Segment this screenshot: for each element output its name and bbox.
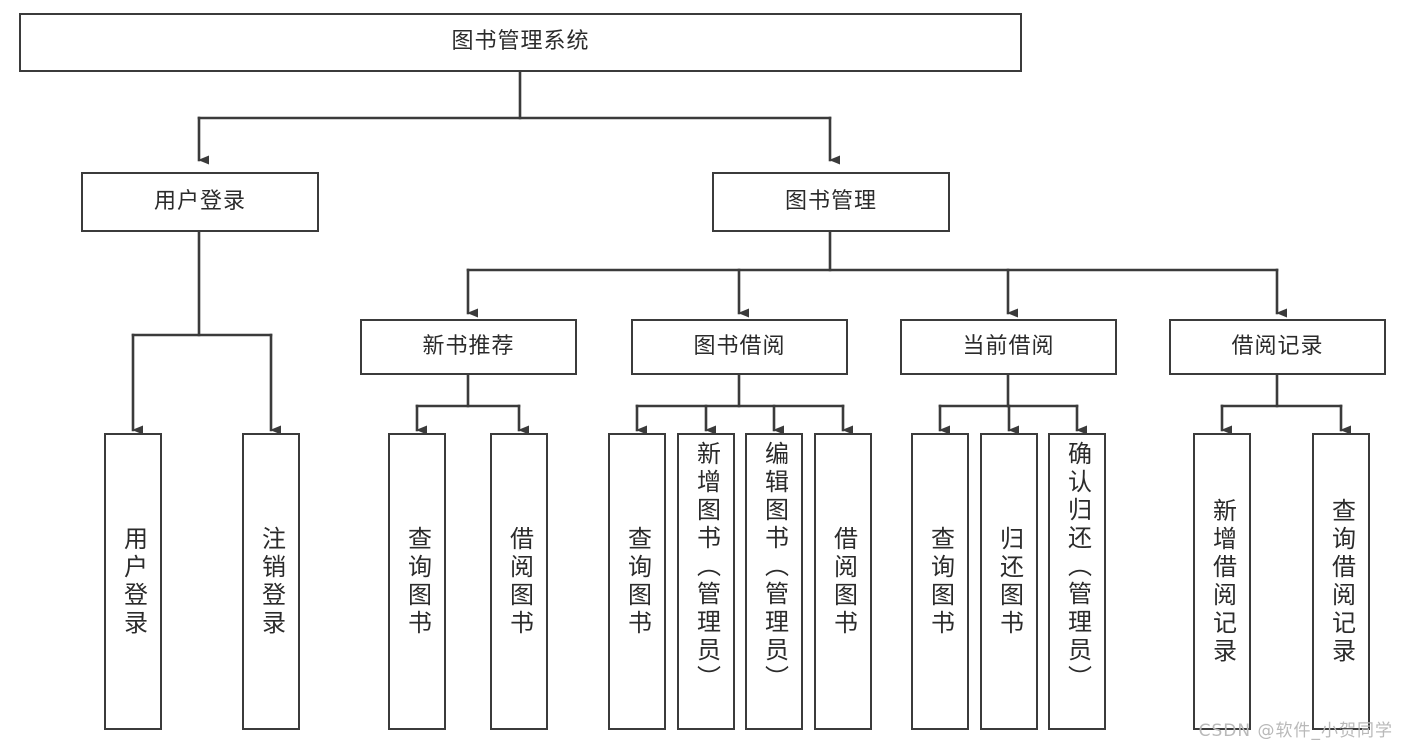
leaf-query-record-label: 查询借阅记录 [1327, 497, 1356, 666]
leaf-edit-book-label: 编辑图书（管理员） [760, 441, 789, 693]
node-user-login[interactable]: 用户登录 [81, 172, 319, 232]
node-book-manage[interactable]: 图书管理 [712, 172, 950, 232]
leaf-edit-book[interactable]: 编辑图书（管理员） [745, 433, 803, 730]
leaf-add-book-label: 新增图书（管理员） [692, 441, 721, 693]
leaf-return-book-label: 归还图书 [995, 525, 1024, 638]
node-root[interactable]: 图书管理系统 [19, 13, 1022, 72]
leaf-query-record[interactable]: 查询借阅记录 [1312, 433, 1370, 730]
node-current-borrow[interactable]: 当前借阅 [900, 319, 1117, 375]
node-book-borrow[interactable]: 图书借阅 [631, 319, 848, 375]
leaf-confirm-return-label: 确认归还（管理员） [1063, 441, 1092, 693]
csdn-watermark: CSDN @软件_小贺同学 [1198, 721, 1393, 741]
leaf-add-record[interactable]: 新增借阅记录 [1193, 433, 1251, 730]
leaf-borrow-book-1[interactable]: 借阅图书 [490, 433, 548, 730]
leaf-user-logout[interactable]: 注销登录 [242, 433, 300, 730]
leaf-query-book-2[interactable]: 查询图书 [608, 433, 666, 730]
node-new-book-recommend[interactable]: 新书推荐 [360, 319, 577, 375]
node-borrow-record[interactable]: 借阅记录 [1169, 319, 1386, 375]
leaf-user-logout-label: 注销登录 [257, 525, 286, 638]
leaf-borrow-book-1-label: 借阅图书 [505, 525, 534, 638]
leaf-borrow-book-2-label: 借阅图书 [829, 525, 858, 638]
node-book-borrow-label: 图书借阅 [693, 333, 786, 359]
leaf-query-book-2-label: 查询图书 [623, 525, 652, 638]
node-current-borrow-label: 当前借阅 [962, 333, 1055, 359]
leaf-query-book-1-label: 查询图书 [403, 525, 432, 638]
node-user-login-label: 用户登录 [153, 188, 246, 214]
node-book-manage-label: 图书管理 [784, 188, 877, 214]
leaf-add-book[interactable]: 新增图书（管理员） [677, 433, 735, 730]
node-root-label: 图书管理系统 [451, 29, 590, 55]
leaf-add-record-label: 新增借阅记录 [1208, 497, 1237, 666]
leaf-confirm-return[interactable]: 确认归还（管理员） [1048, 433, 1106, 730]
leaf-user-login-label: 用户登录 [119, 525, 148, 638]
node-new-book-recommend-label: 新书推荐 [422, 333, 515, 359]
leaf-query-book-1[interactable]: 查询图书 [388, 433, 446, 730]
leaf-query-book-3-label: 查询图书 [926, 525, 955, 638]
leaf-user-login[interactable]: 用户登录 [104, 433, 162, 730]
node-borrow-record-label: 借阅记录 [1231, 333, 1324, 359]
leaf-return-book[interactable]: 归还图书 [980, 433, 1038, 730]
leaf-borrow-book-2[interactable]: 借阅图书 [814, 433, 872, 730]
leaf-query-book-3[interactable]: 查询图书 [911, 433, 969, 730]
